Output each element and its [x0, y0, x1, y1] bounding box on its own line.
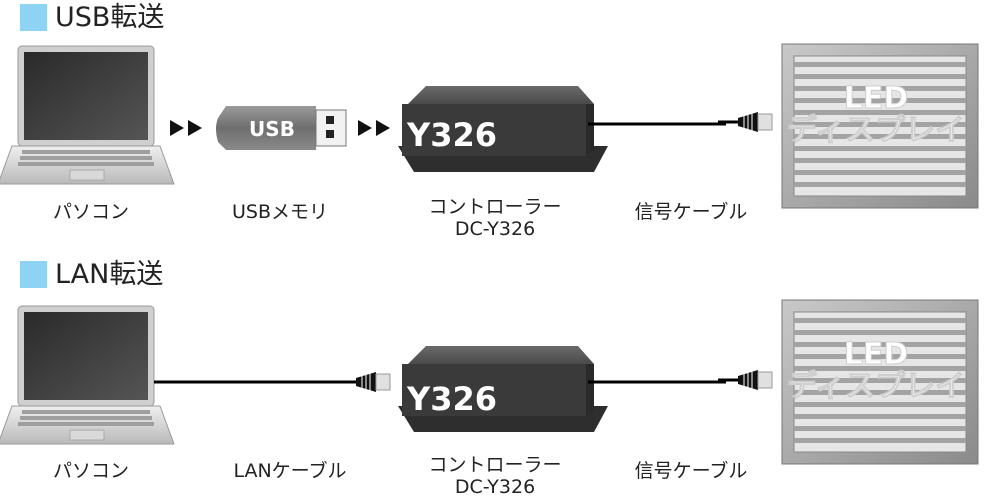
laptop-icon: [0, 305, 175, 445]
led-display-line1: LED: [844, 337, 909, 372]
led-display-icon: LED ディスプレイ: [781, 43, 979, 209]
controller-label: Y326: [406, 380, 497, 418]
caption-controller-line2: DC-Y326: [454, 476, 536, 498]
section-title-text: LAN転送: [55, 259, 164, 290]
usb-stick-label: USB: [249, 117, 295, 141]
caption-controller-line1: コントローラー: [428, 454, 562, 476]
controller-label: Y326: [406, 116, 497, 154]
caption-usb-memory: USBメモリ: [231, 201, 328, 223]
controller-device-icon: Y326: [398, 346, 608, 432]
section-title-lan: LAN転送: [20, 261, 163, 288]
led-display-line2: ディスプレイ: [787, 369, 965, 404]
caption-signal-cable: 信号ケーブル: [634, 201, 748, 223]
caption-controller: コントローラー DC-Y326: [400, 454, 590, 498]
laptop-icon: [0, 45, 175, 185]
caption-pc: パソコン: [52, 460, 129, 482]
led-display-line2: ディスプレイ: [787, 113, 965, 148]
arrow-right-icon: [358, 120, 390, 136]
section-title-usb: USB転送: [20, 4, 164, 31]
cable-connector-icon: [716, 368, 774, 392]
caption-controller-line1: コントローラー: [428, 196, 562, 218]
caption-pc: パソコン: [52, 201, 129, 223]
led-display-line1: LED: [844, 81, 909, 116]
caption-signal-cable: 信号ケーブル: [634, 460, 748, 482]
section-title-text: USB転送: [55, 2, 165, 33]
arrow-right-icon: [170, 120, 202, 136]
led-display-icon: LED ディスプレイ: [781, 299, 979, 465]
section-marker: [20, 4, 47, 31]
caption-controller: コントローラー DC-Y326: [400, 196, 590, 240]
caption-lan-cable: LANケーブル: [233, 460, 347, 482]
usb-stick-icon: USB: [216, 106, 347, 150]
section-marker: [20, 261, 47, 288]
controller-device-icon: Y326: [398, 86, 608, 172]
caption-controller-line2: DC-Y326: [454, 218, 536, 240]
cable-connector-icon: [716, 110, 774, 134]
cable-connector-icon: [334, 370, 392, 394]
